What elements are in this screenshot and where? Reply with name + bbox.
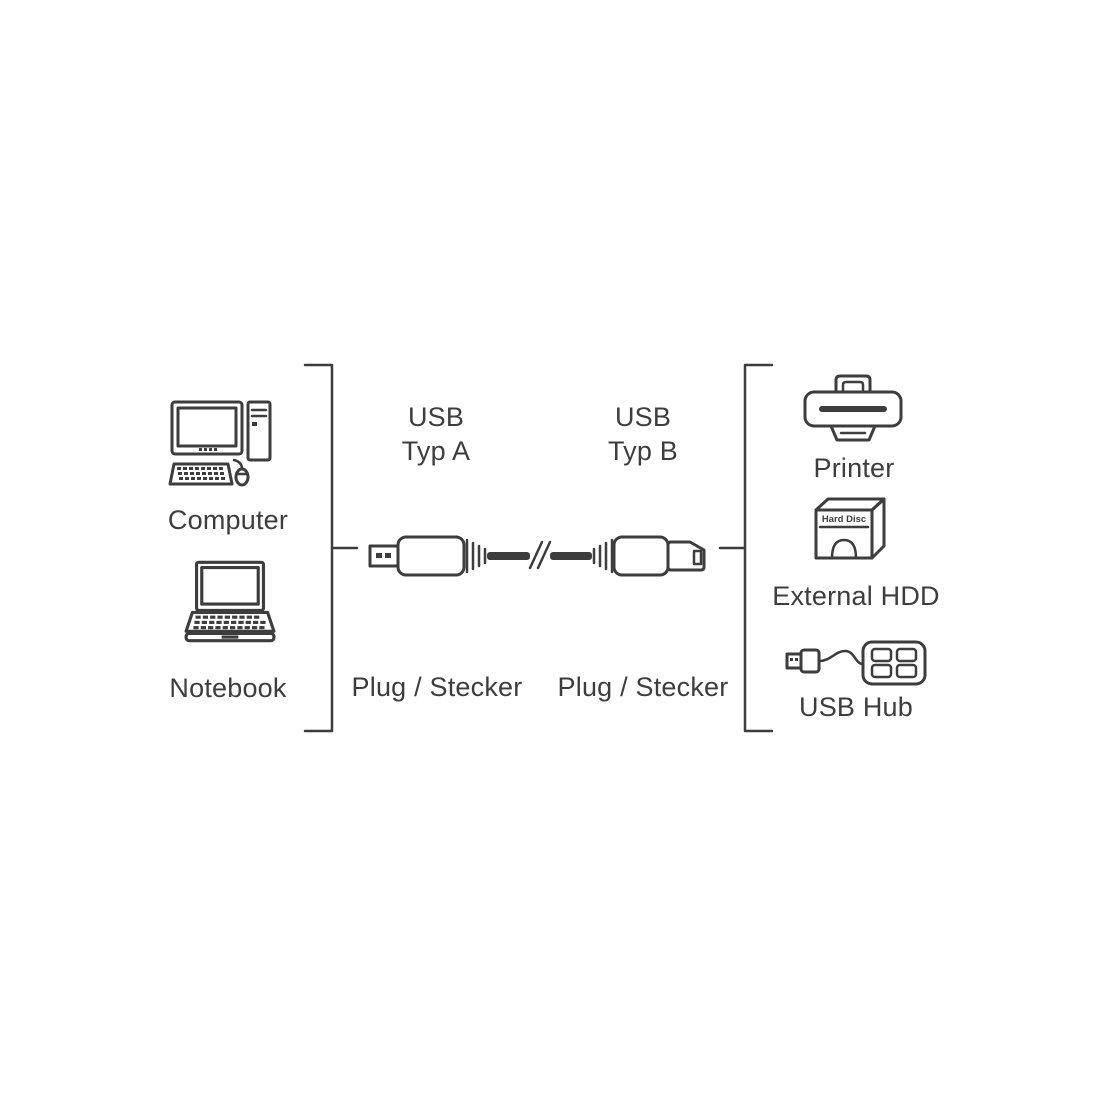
external-hdd-label: External HDD [772,581,940,611]
mouse [232,458,250,487]
usb-cable-illustration [368,535,706,577]
usb-a-plug [368,535,487,577]
usb-type-a-line2: Typ A [401,436,471,466]
monitor [170,400,244,456]
notebook-label: Notebook [169,673,287,703]
usb-type-a-label: USB Typ A [356,400,516,468]
notebook-icon [184,560,276,643]
usb-b-plug [592,535,706,577]
notebook-front-edge [184,631,276,643]
usb-type-b-line2: Typ B [607,436,679,466]
left-bracket [303,363,359,733]
hdd-box [814,497,886,560]
tower [246,400,272,462]
printer-icon [803,374,903,442]
usb-hub-icon [785,640,927,686]
printer-label: Printer [813,453,895,483]
plug-a-label: Plug / Stecker [351,672,523,702]
cable-segment-left [487,552,530,560]
usb-hub-label: USB Hub [799,692,913,722]
right-bracket [718,363,774,733]
printer-body [803,390,903,428]
hdd-device-text: Hard Disc [822,514,866,525]
usb-type-b-line1: USB [614,402,672,432]
external-hdd-icon: Hard Disc [814,497,886,560]
hub-body [861,640,927,686]
plug-b-label: Plug / Stecker [557,672,729,702]
cable-break [528,540,552,570]
printer-output-tray [829,424,877,442]
notebook-screen [194,560,266,612]
hub-cable [817,649,865,666]
cable-segment-right [550,552,592,560]
notebook-keyboard [184,610,276,633]
printer-paper-support [834,374,872,394]
usb-type-a-line1: USB [407,402,465,432]
keyboard [168,462,234,486]
hub-usb-plug [785,648,821,674]
computer-icon [168,400,272,487]
usb-type-b-label: USB Typ B [563,400,723,468]
computer-label: Computer [167,505,289,535]
